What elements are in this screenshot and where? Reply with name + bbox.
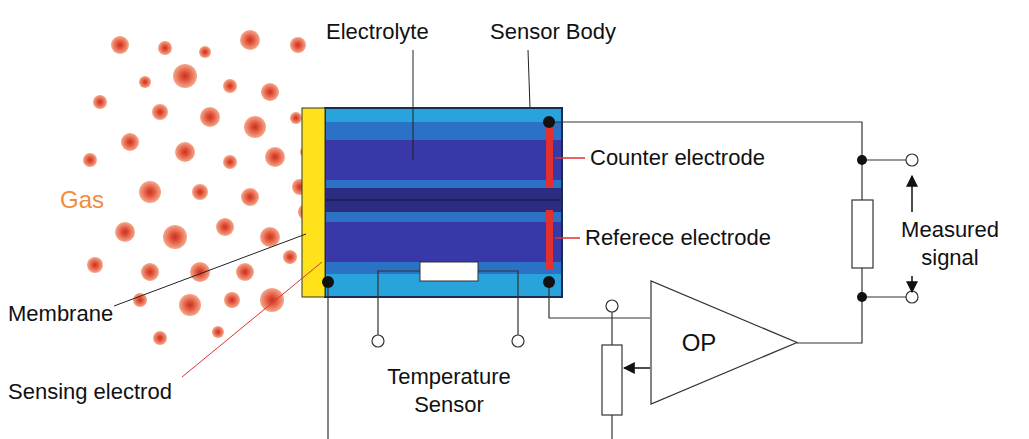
gas-particle (241, 188, 259, 206)
gas-particle (261, 83, 279, 101)
gas-particle (212, 326, 224, 338)
part-label: Electrolyte (326, 18, 429, 46)
gas-particle (216, 218, 234, 236)
signal-label: Measured signal (885, 216, 1015, 272)
gas-particle (265, 147, 285, 167)
wire (478, 271, 518, 335)
gas-particle (192, 184, 208, 200)
part-label: Counter electrode (590, 144, 765, 172)
potentiometer-symbol (602, 345, 622, 415)
gas-particle (158, 41, 172, 55)
amplifier-label: OP (682, 329, 717, 357)
wire (862, 296, 906, 297)
gas-particle (223, 79, 237, 93)
op-amp-triangle: OP (650, 280, 798, 405)
band (325, 108, 562, 122)
gas-particle (153, 331, 167, 345)
gas-particle (199, 46, 211, 58)
wiper-arrow (624, 367, 650, 369)
gas-particle (111, 36, 129, 54)
terminal (906, 154, 918, 166)
gas-particle (139, 76, 151, 88)
gas-particle (152, 104, 168, 120)
wire (611, 312, 612, 345)
gas-particles (83, 30, 314, 345)
gas-particle (290, 112, 302, 124)
band (325, 188, 562, 212)
gas-particle (244, 116, 266, 138)
leader-line (555, 157, 585, 159)
band (325, 212, 562, 222)
counter-electrode (546, 123, 553, 188)
gas-particle (133, 293, 147, 307)
gas-particle (236, 263, 254, 281)
terminals (372, 154, 918, 347)
gas-particle (240, 30, 260, 50)
gas-label: Gas (60, 186, 104, 214)
junction-dot (543, 116, 555, 128)
signal-arrow (911, 176, 913, 212)
band (325, 140, 562, 180)
band (325, 122, 562, 140)
leader-line (182, 262, 322, 377)
gas-particle (141, 263, 159, 281)
junction-dot (857, 292, 867, 302)
terminal (606, 300, 618, 312)
gas-particle (260, 227, 280, 247)
signal-arrow (911, 276, 913, 292)
temperature-sensor (420, 262, 478, 281)
gas-particle (260, 288, 284, 312)
gas-particle (83, 153, 97, 167)
junction-dot (322, 276, 334, 288)
gas-particle (163, 225, 187, 249)
wire (378, 271, 420, 335)
band (325, 180, 562, 188)
gas-particle (224, 292, 240, 308)
sensor-body (325, 108, 562, 297)
separator-line (325, 199, 562, 201)
leader-line (555, 237, 580, 239)
junction-dot (543, 276, 555, 288)
gas-particle (290, 37, 306, 53)
triangle-shape (651, 281, 797, 404)
gas-particle (190, 262, 210, 282)
gas-particle (139, 181, 161, 203)
part-label: Sensing electrod (8, 378, 172, 406)
wire (549, 282, 650, 318)
gas-particle (173, 64, 197, 88)
gas-particle (200, 107, 220, 127)
junction-dots (322, 116, 867, 302)
part-label: Temperature Sensor (379, 363, 519, 419)
terminal (906, 291, 918, 303)
wire (862, 159, 906, 160)
band (325, 222, 562, 262)
wire (797, 297, 862, 343)
gas-particle (121, 133, 139, 151)
gas-particle (283, 250, 297, 264)
reference-electrode (546, 210, 553, 270)
wire (611, 415, 612, 439)
body-outline (325, 108, 562, 297)
leader-line (114, 234, 306, 306)
leader-line (528, 50, 530, 108)
terminal (512, 335, 524, 347)
gas-particle (87, 257, 103, 273)
terminal (372, 335, 384, 347)
leader-line (413, 50, 414, 160)
part-label: Referece electrode (585, 224, 771, 252)
wire (549, 122, 862, 200)
gas-particle (223, 155, 237, 169)
gas-particle (115, 222, 135, 242)
wires (328, 122, 906, 439)
gas-particle (179, 294, 201, 316)
part-label: Sensor Body (490, 18, 616, 46)
junction-dot (857, 155, 867, 165)
part-label: Membrane (8, 300, 113, 328)
gas-particle (93, 95, 107, 109)
triangle-outline (650, 280, 798, 405)
gas-particle (175, 142, 195, 162)
wire (327, 282, 328, 439)
resistor-symbol (852, 200, 873, 268)
